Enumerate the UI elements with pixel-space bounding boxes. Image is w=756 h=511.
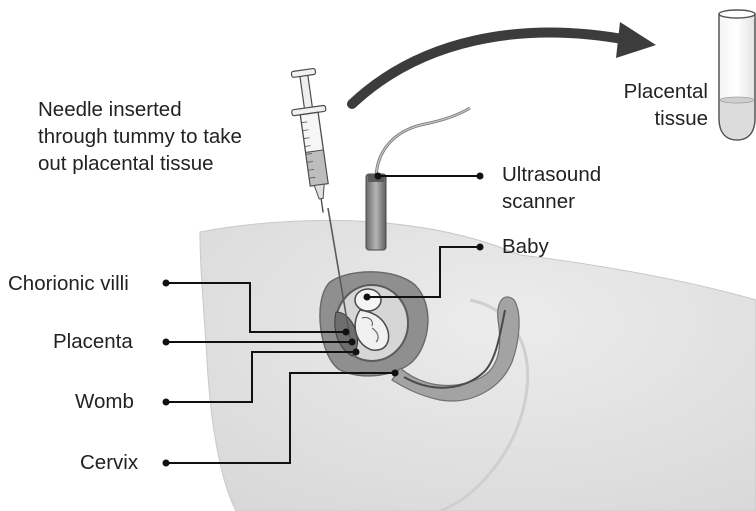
- test-tube-icon: [719, 10, 755, 140]
- label-placental-tissue: Placental tissue: [604, 78, 708, 132]
- label-chorionic-villi: Chorionic villi: [8, 270, 129, 297]
- label-womb: Womb: [75, 388, 134, 415]
- label-ultrasound-scanner: Ultrasound scanner: [502, 161, 601, 215]
- abdomen-shape: [200, 220, 756, 511]
- transfer-arrowhead: [616, 22, 656, 58]
- label-baby: Baby: [502, 233, 549, 260]
- label-placenta: Placenta: [53, 328, 133, 355]
- label-needle: Needle inserted through tummy to take ou…: [38, 96, 242, 177]
- transfer-arrow: [352, 33, 628, 104]
- label-cervix: Cervix: [80, 449, 138, 476]
- syringe-icon: [286, 68, 340, 215]
